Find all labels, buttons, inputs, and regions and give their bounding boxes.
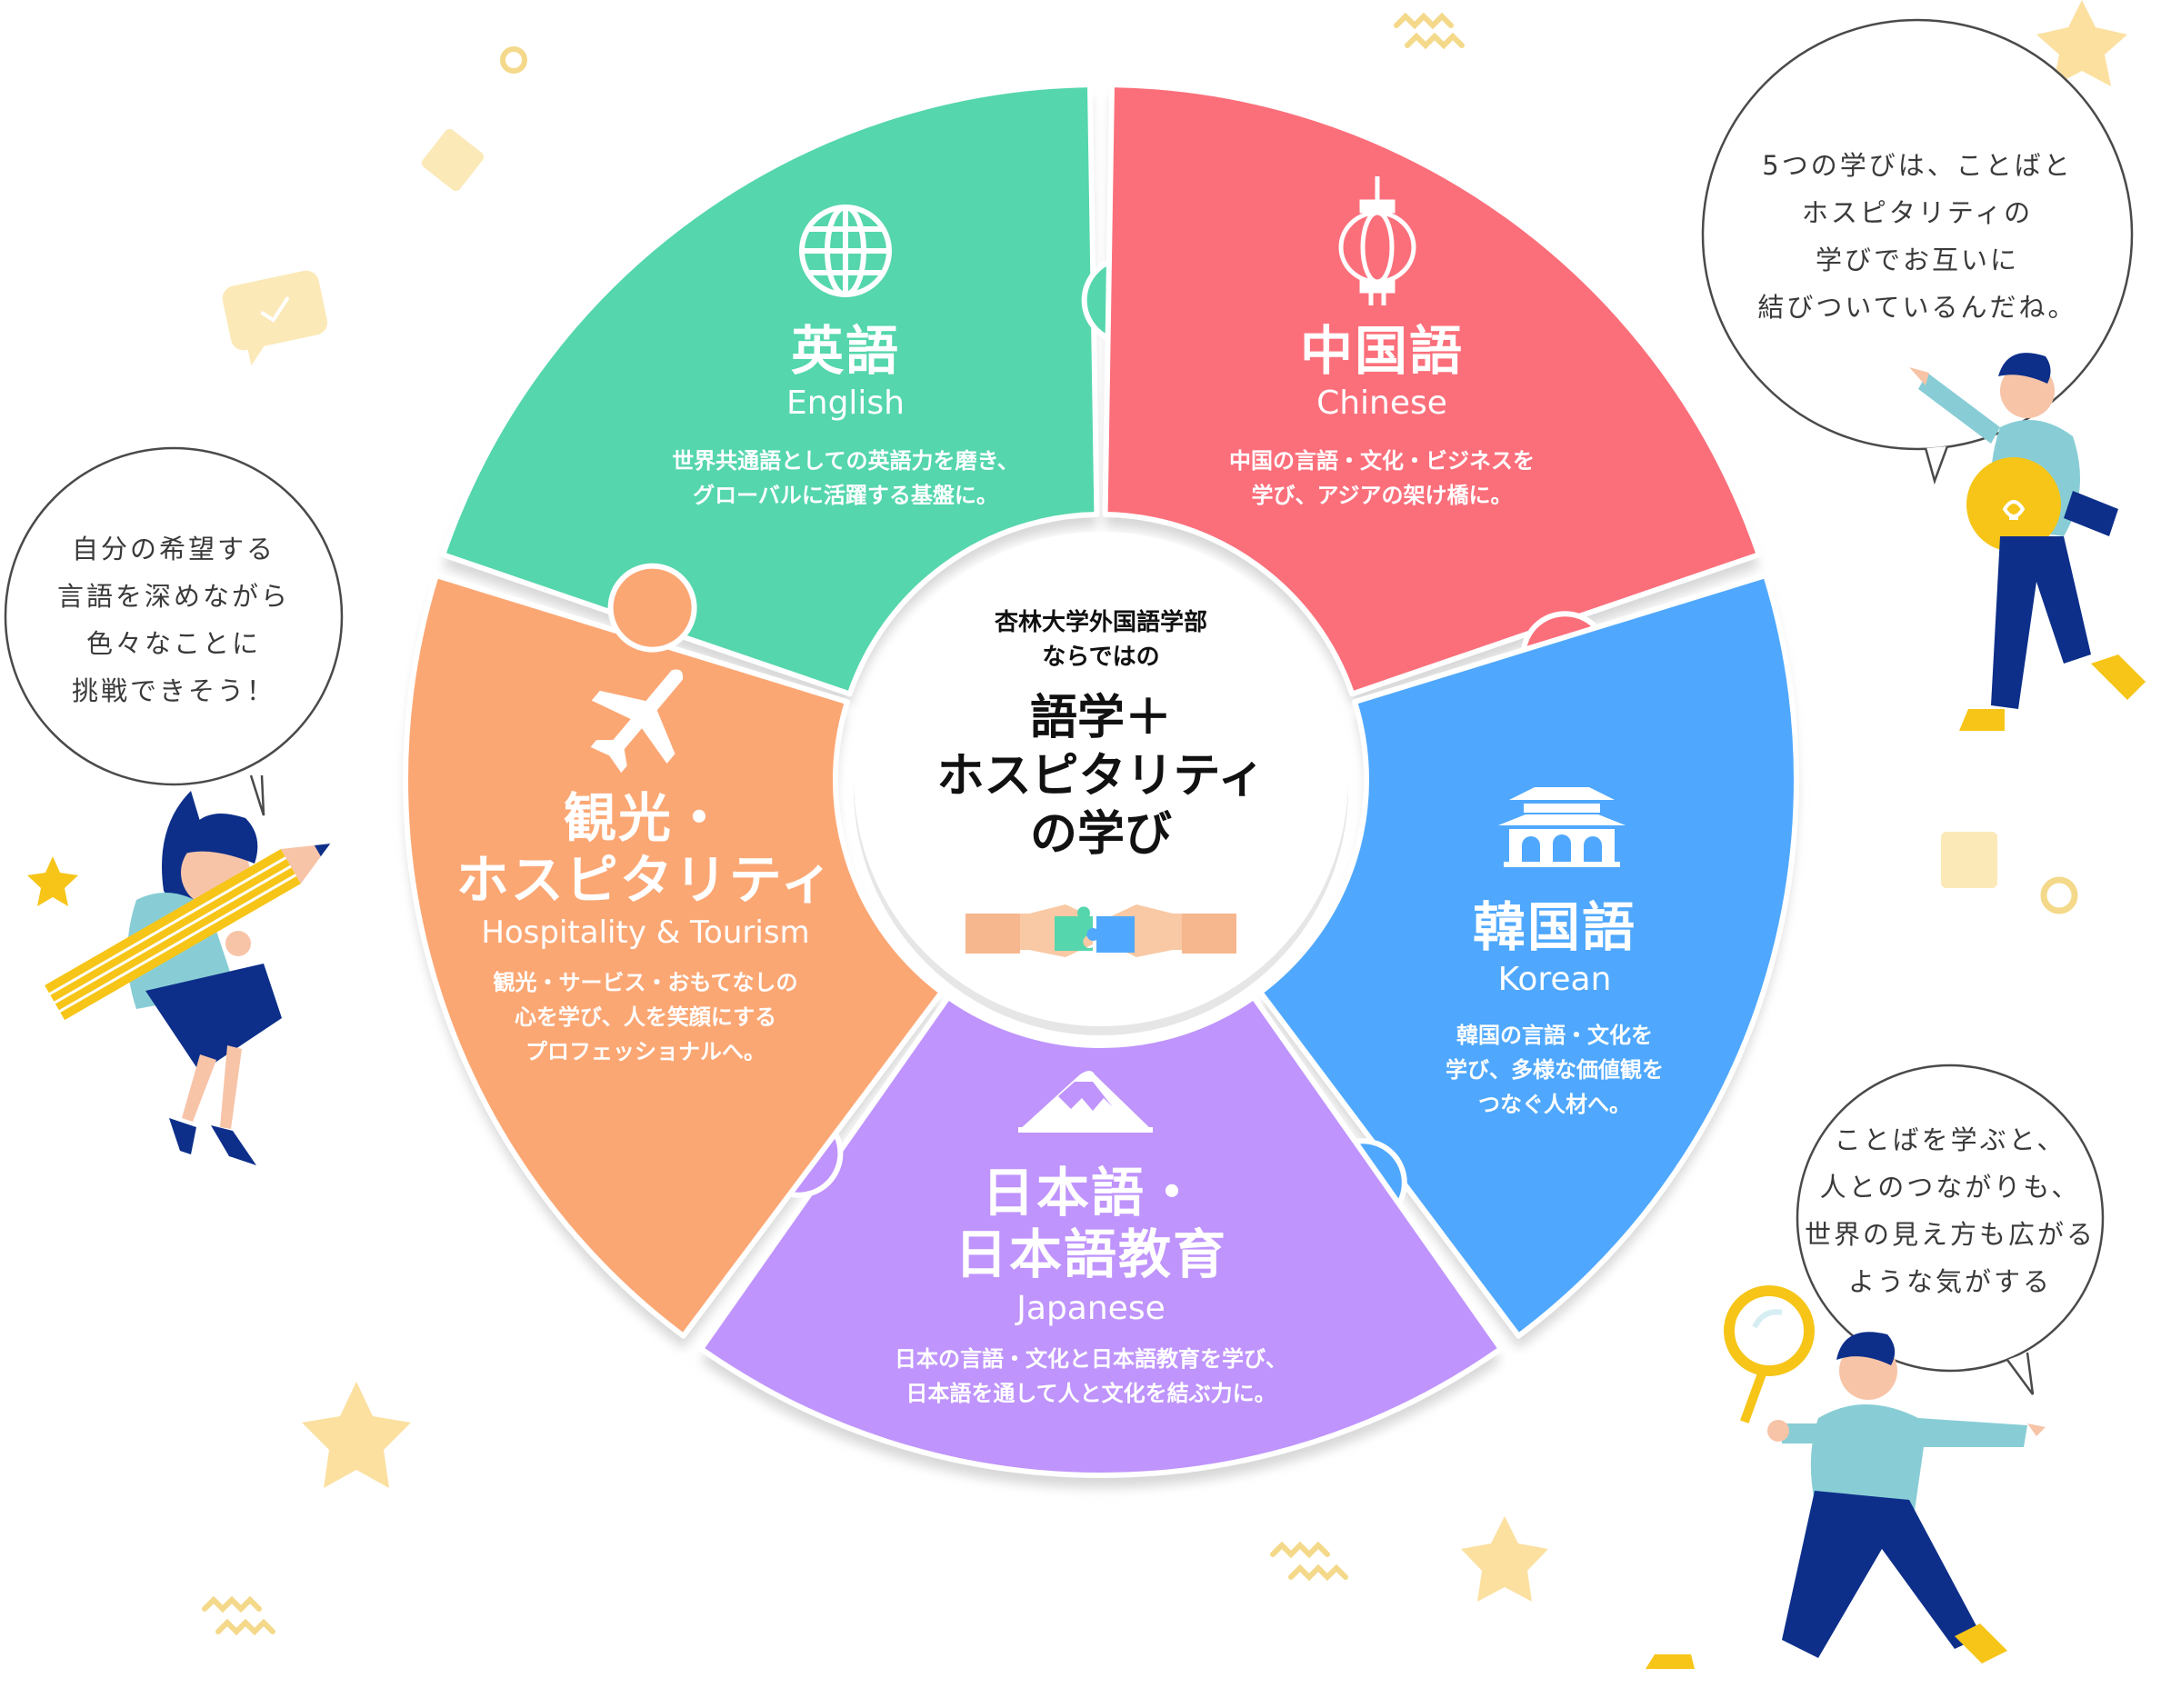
segment-title: 韓国語 xyxy=(1472,896,1636,958)
description-line: グローバルに活躍する基盤に。 xyxy=(693,483,998,508)
center-label: 杏林大学外国語学部 ならではの 語学＋ ホスピタリティ の学び xyxy=(919,605,1283,864)
speech-bubble-left xyxy=(4,446,344,816)
star-decoration xyxy=(2036,0,2127,86)
airplane-icon xyxy=(590,669,684,774)
speech-bubble-bottom-right xyxy=(1796,1064,2105,1395)
ring-piece-english xyxy=(440,82,1100,697)
description-line: 韓国の言語・文化を xyxy=(1456,1023,1653,1048)
lantern-icon xyxy=(1338,176,1416,305)
description-line: 日本の言語・文化と日本語教育を学び、 xyxy=(895,1346,1287,1372)
center-title: の学び xyxy=(1029,807,1172,862)
bubble-line: 世界の見え方も広がる xyxy=(1805,1219,2096,1250)
ring-piece-chinese xyxy=(1102,82,1762,697)
bubble-line: 5つの学びは、ことばと xyxy=(1762,150,2073,181)
description-line: 心を学び、人を笑顔にする xyxy=(514,1004,777,1030)
segment-description: 世界共通語としての英語力を磨き、 グローバルに活躍する基盤に。 xyxy=(636,444,1055,513)
description-line: 日本語を通して人と文化を結ぶ力に。 xyxy=(905,1381,1276,1406)
character-man-lightbulb xyxy=(1909,353,2146,731)
ring-decoration xyxy=(2040,876,2078,914)
center-line: ならではの xyxy=(1042,644,1160,671)
center-line: 杏林大学外国語学部 xyxy=(994,609,1207,636)
puzzle-knob-hospitality xyxy=(607,563,697,653)
segment-subtitle: Japanese xyxy=(1016,1290,1166,1327)
segment-title: ホスピタリティ xyxy=(455,849,835,911)
diamond-decoration xyxy=(421,128,485,192)
bubble-line: ような気がする xyxy=(1847,1266,2052,1297)
description-line: 学び、多様な価値観を xyxy=(1446,1057,1664,1083)
center-title: 語学＋ xyxy=(1029,691,1172,745)
description-line: 中国の言語・文化・ビジネスを xyxy=(1229,448,1535,474)
segment-korean: 韓国語 Korean 韓国の言語・文化を 学び、多様な価値観を つなぐ人材へ。 xyxy=(1346,896,1764,1122)
segment-subtitle: Chinese xyxy=(1316,385,1447,422)
segment-description: 日本の言語・文化と日本語教育を学び、 日本語を通して人と文化を結ぶ力に。 xyxy=(836,1342,1346,1411)
bubble-line: 結びついているんだね。 xyxy=(1757,292,2077,323)
speech-bubble-top-right xyxy=(1701,18,2134,485)
segment-english: 英語 English 世界共通語としての英語力を磨き、 グローバルに活躍する基盤… xyxy=(636,320,1055,513)
globe-icon xyxy=(799,205,892,297)
puzzle-ring xyxy=(402,82,1799,1488)
center-circle xyxy=(854,532,1348,1035)
ring-decoration xyxy=(500,46,527,74)
bubble-line: 人とのつながりも、 xyxy=(1819,1172,2081,1203)
bubble-line: 学びでお互いに xyxy=(1815,245,2019,275)
squiggle-decoration xyxy=(1270,1541,1330,1559)
ring-piece-japanese xyxy=(698,994,1504,1478)
description-line: つなぐ人材へ。 xyxy=(1478,1092,1631,1117)
bubble-line: ホスピタリティの xyxy=(1801,197,2034,228)
description-line: プロフェッショナルへ。 xyxy=(525,1039,765,1064)
segment-title: 英語 xyxy=(790,320,900,382)
squiggle-decoration xyxy=(1405,32,1465,50)
description-line: 観光・サービス・おもてなしの xyxy=(493,970,798,995)
bubble-text-bottom-right: ことばを学ぶと、 人とのつながりも、 世界の見え方も広がる ような気がする xyxy=(1805,1116,2096,1305)
square-decoration xyxy=(1941,832,1997,888)
squiggle-decoration xyxy=(1288,1563,1348,1582)
segment-title: 中国語 xyxy=(1299,320,1464,382)
star-decoration xyxy=(27,856,78,906)
hands-puzzle-icon xyxy=(965,904,1236,957)
character-woman-magnifier xyxy=(1646,1285,2046,1669)
description-line: 世界共通語としての英語力を磨き、 xyxy=(672,448,1019,474)
segment-description: 観光・サービス・おもてなしの 心を学び、人を笑顔にする プロフェッショナルへ。 xyxy=(427,965,864,1069)
squiggle-decoration xyxy=(202,1595,262,1613)
palace-gate-icon xyxy=(1498,787,1626,867)
bubble-text-top-right: 5つの学びは、ことばと ホスピタリティの 学びでお互いに 結びついているんだね。 xyxy=(1727,142,2107,331)
mount-fuji-icon xyxy=(1018,1071,1153,1133)
segment-description: 中国の言語・文化・ビジネスを 学び、アジアの架け橋に。 xyxy=(1173,444,1591,513)
squiggle-decoration xyxy=(215,1618,275,1636)
bubble-line: ことばを学ぶと、 xyxy=(1834,1124,2066,1155)
segment-subtitle: Hospitality & Tourism xyxy=(481,914,810,951)
ring-piece-hospitality xyxy=(402,573,945,1339)
bubble-line: 挑戦できそう！ xyxy=(71,675,275,706)
segment-hospitality: 観光・ ホスピタリティ Hospitality & Tourism 観光・サービ… xyxy=(427,787,864,1069)
segment-subtitle: English xyxy=(786,385,905,422)
bubble-line: 色々なことに xyxy=(85,628,261,659)
bubble-text-left: 自分の希望する 言語を深めながら 色々なことに 挑戦できそう！ xyxy=(36,525,311,714)
ring-piece-korean xyxy=(1257,573,1799,1339)
segment-title: 観光・ xyxy=(563,787,727,849)
star-decoration xyxy=(1461,1516,1548,1602)
bubble-line: 自分の希望する xyxy=(71,534,275,564)
center-title: ホスピタリティ xyxy=(936,749,1266,804)
segment-title: 日本語・ xyxy=(981,1162,1200,1224)
bubble-line: 言語を深めながら xyxy=(56,581,290,612)
segment-subtitle: Korean xyxy=(1497,961,1612,998)
chat-check-decoration xyxy=(222,270,328,366)
segment-japanese: 日本語・ 日本語教育 Japanese 日本の言語・文化と日本語教育を学び、 日… xyxy=(836,1162,1346,1411)
segment-title: 日本語教育 xyxy=(954,1224,1227,1285)
star-decoration xyxy=(302,1382,411,1488)
decorations xyxy=(27,0,2127,1636)
segment-chinese: 中国語 Chinese 中国の言語・文化・ビジネスを 学び、アジアの架け橋に。 xyxy=(1173,320,1591,513)
squiggle-decoration xyxy=(1394,12,1454,30)
character-woman-pencil xyxy=(45,791,331,1165)
description-line: 学び、アジアの架け橋に。 xyxy=(1251,483,1513,508)
segment-description: 韓国の言語・文化を 学び、多様な価値観を つなぐ人材へ。 xyxy=(1346,1018,1764,1122)
